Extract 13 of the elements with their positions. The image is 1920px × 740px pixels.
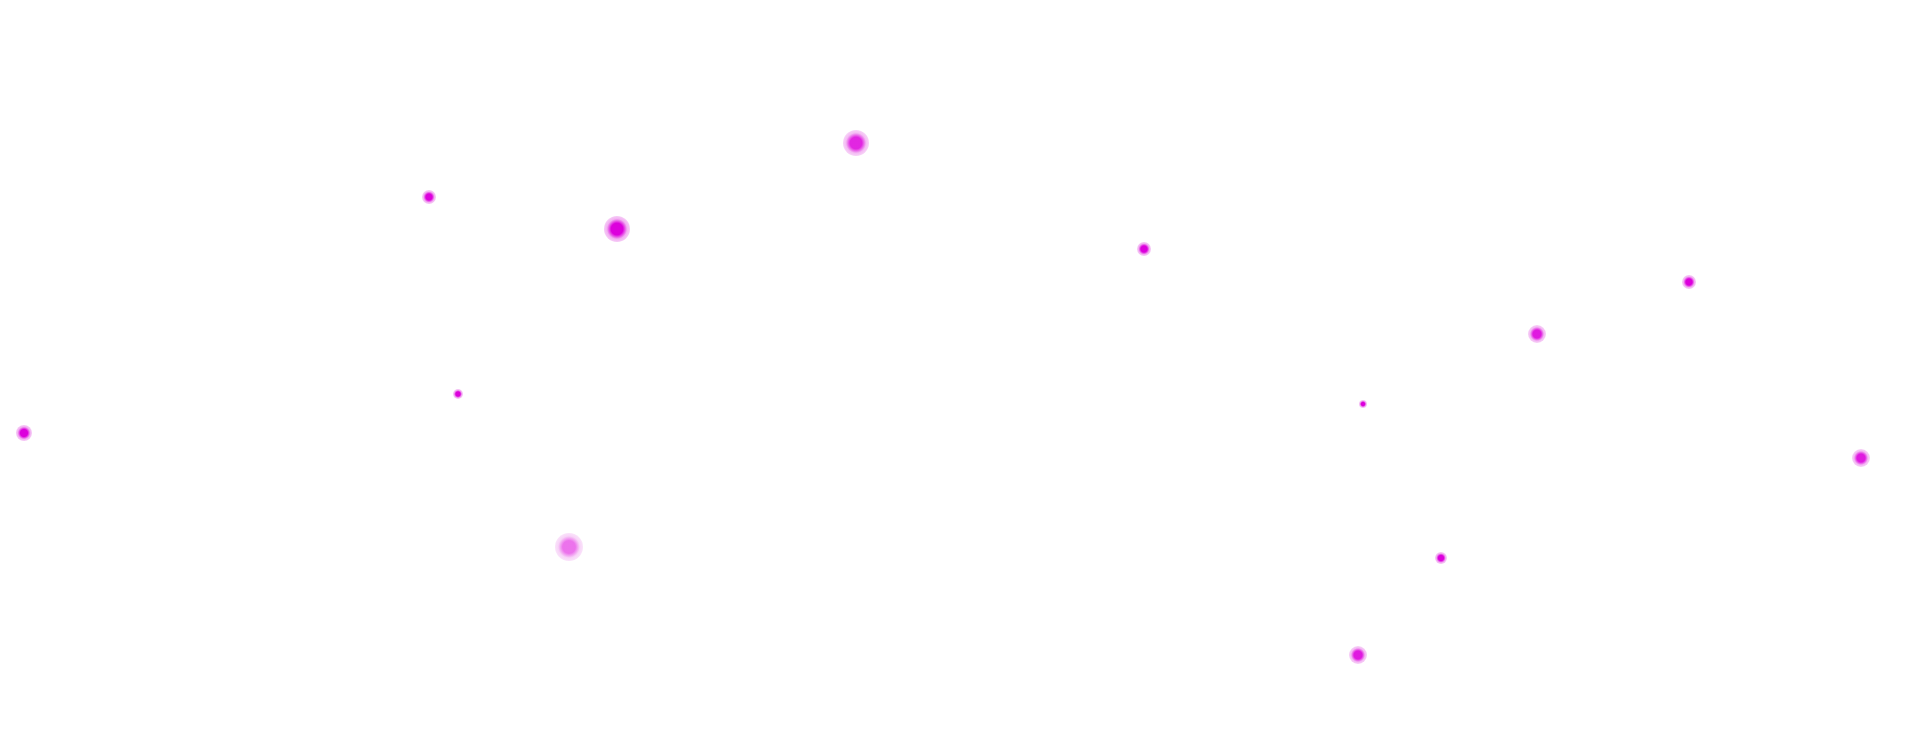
glowing-dot <box>1137 242 1151 256</box>
glowing-dot <box>604 216 630 242</box>
glowing-dot <box>1852 449 1870 467</box>
glowing-dot <box>555 533 583 561</box>
glowing-dot <box>1682 275 1696 289</box>
glowing-dot <box>422 190 436 204</box>
glowing-dot <box>1349 646 1367 664</box>
glowing-dot <box>1359 400 1367 408</box>
glowing-dot <box>453 389 463 399</box>
glowing-dot <box>843 130 869 156</box>
glowing-dot <box>1435 552 1447 564</box>
glowing-dot <box>16 425 32 441</box>
glowing-dot <box>1528 325 1546 343</box>
